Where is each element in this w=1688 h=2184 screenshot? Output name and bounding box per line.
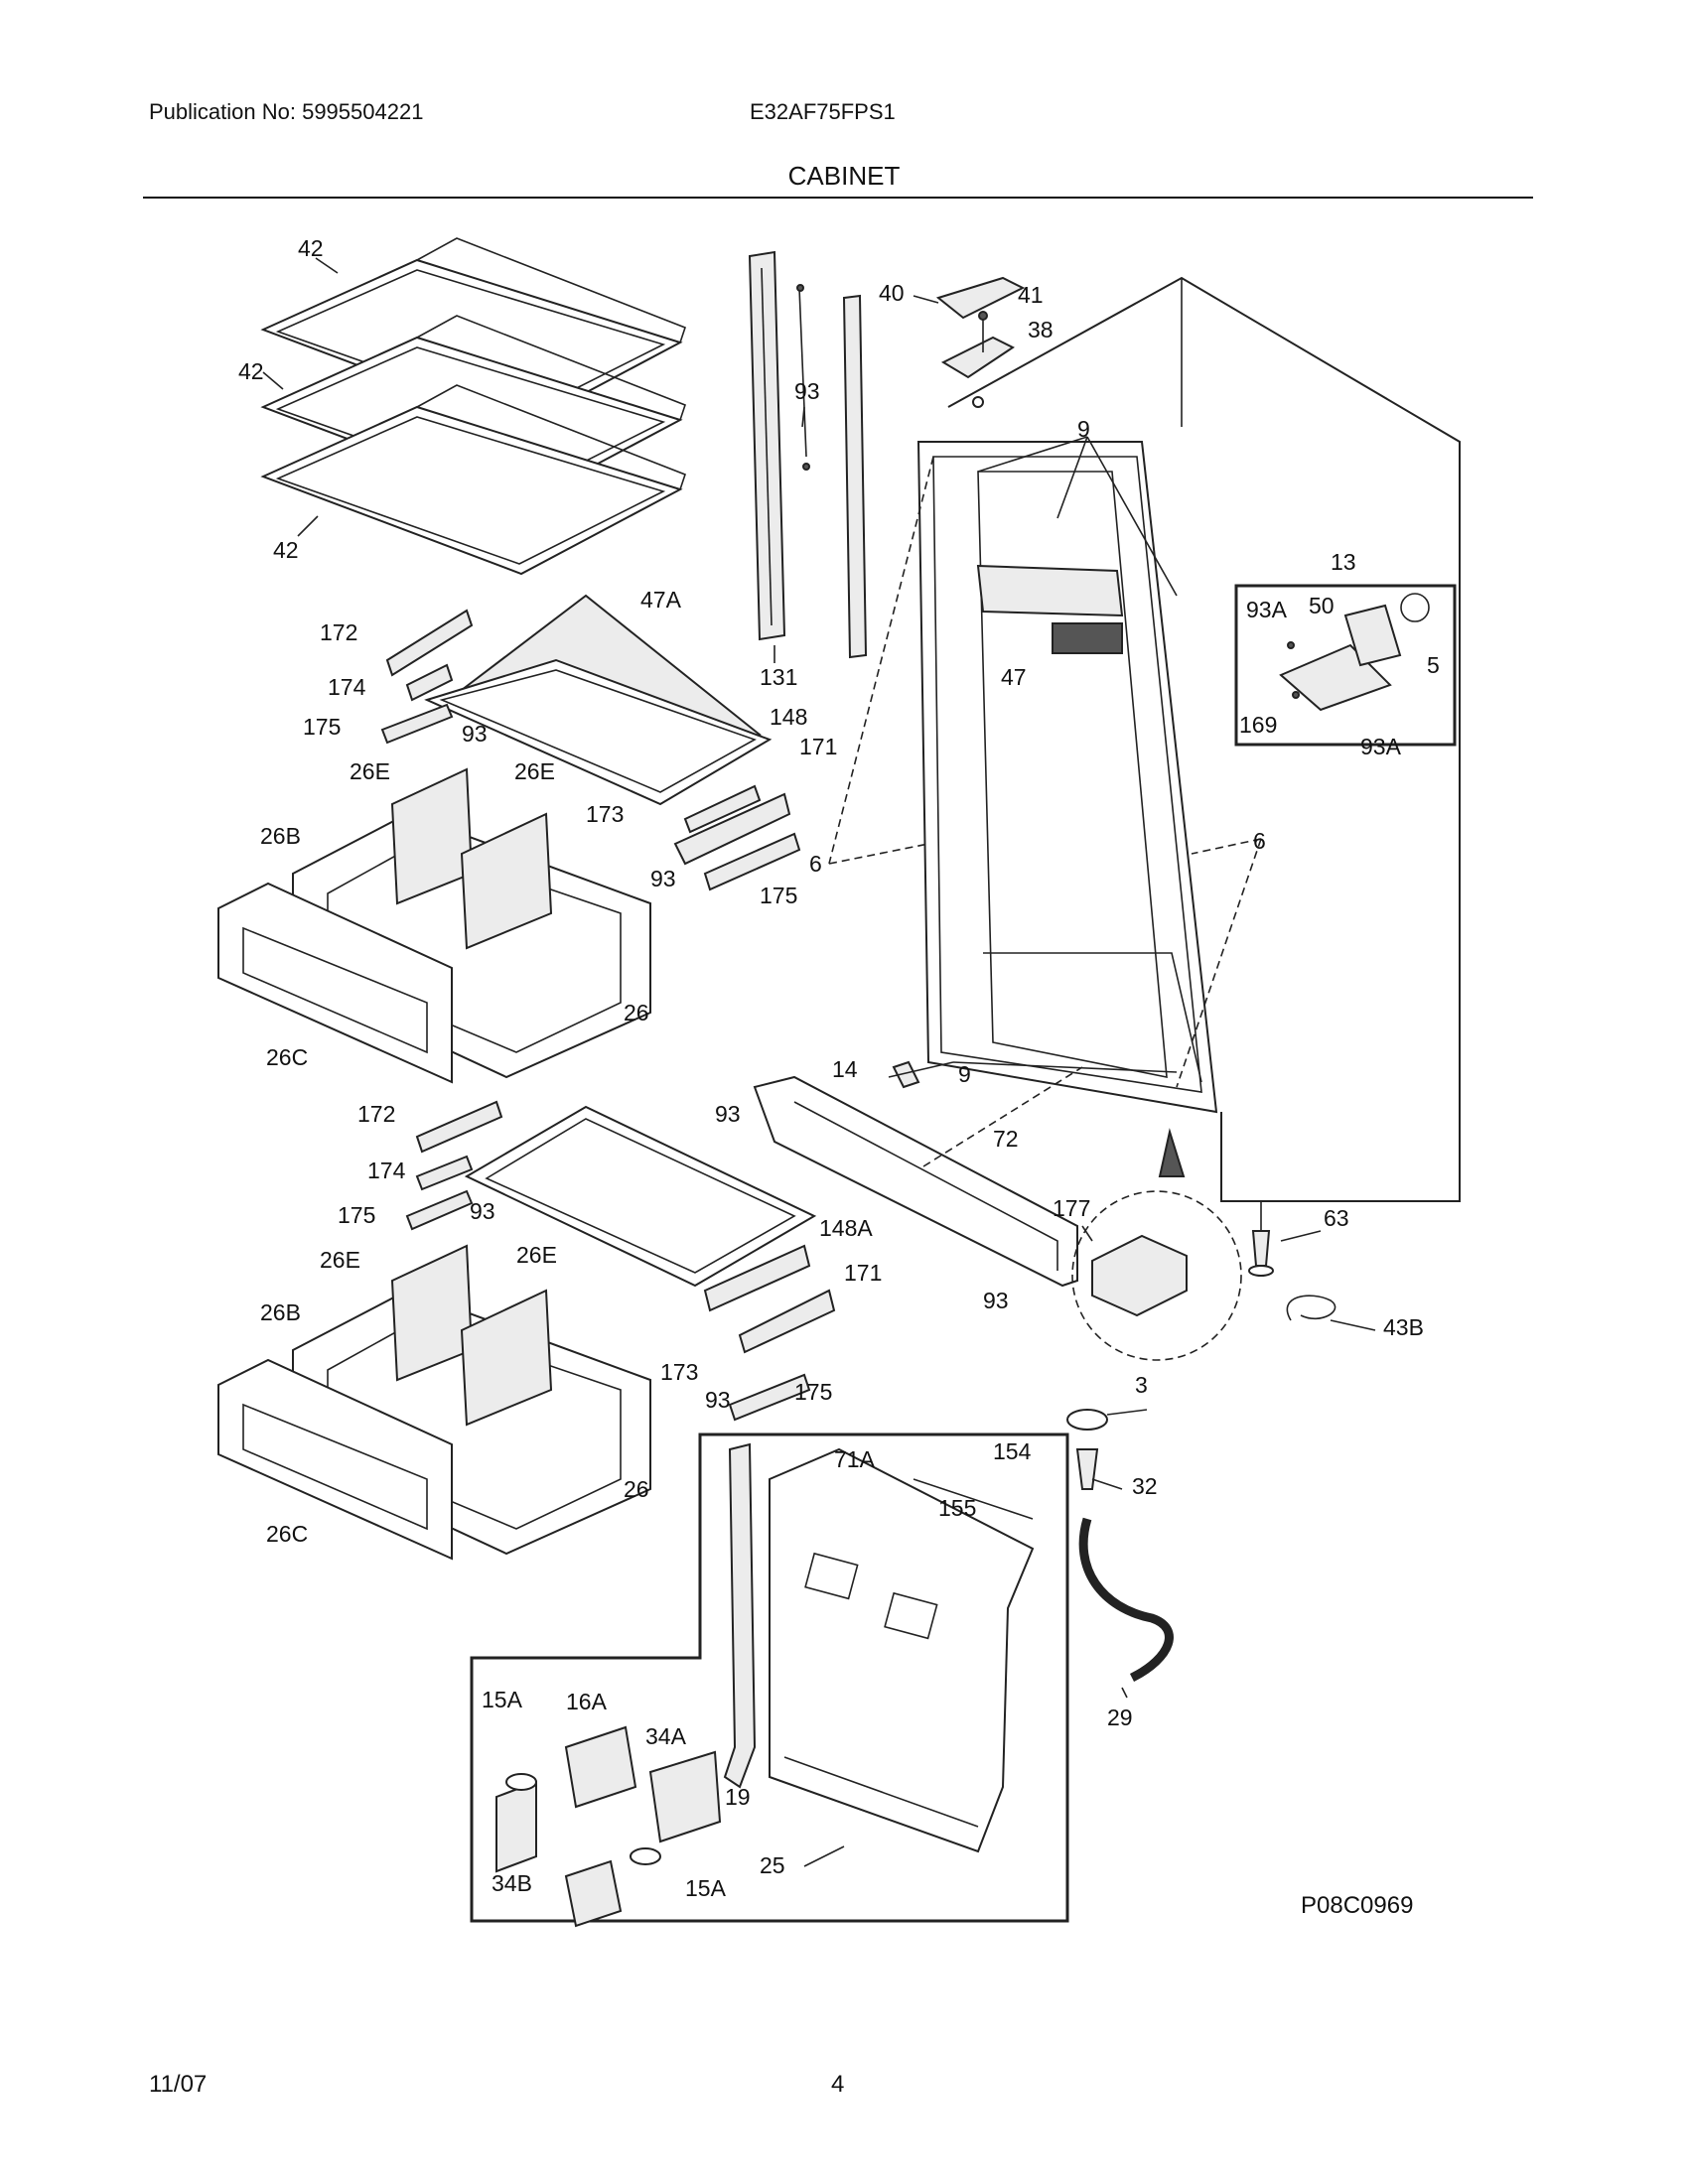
grille-guide-line xyxy=(922,1066,1083,1167)
callout-34b: 34B xyxy=(492,1870,532,1896)
figure-code: P08C0969 xyxy=(1301,1892,1414,1919)
callout-42a: 42 xyxy=(298,235,324,261)
callout-15a-a: 15A xyxy=(482,1687,523,1712)
glass-shelves xyxy=(260,237,686,576)
shelf-rails xyxy=(748,250,868,659)
lights-inset-box xyxy=(470,1433,1069,1923)
callout-63: 63 xyxy=(1324,1205,1349,1231)
callout-169: 169 xyxy=(1239,712,1277,738)
footer-page-number: 4 xyxy=(831,2071,845,2098)
publication-number: Publication No: 5995504221 xyxy=(149,99,424,124)
callout-14: 14 xyxy=(832,1056,858,1082)
callout-155: 155 xyxy=(938,1495,976,1521)
callout-34a: 34A xyxy=(645,1723,687,1749)
callout-93-rail: 93 xyxy=(794,378,820,404)
toe-grille xyxy=(753,1060,1078,1288)
callout-26b-a: 26B xyxy=(260,823,301,849)
light-sockets xyxy=(495,1725,722,1928)
callout-93a-b: 93A xyxy=(1360,734,1402,759)
callout-175a: 175 xyxy=(303,714,341,740)
callout-26e-b: 26E xyxy=(514,758,555,784)
upper-crisper-cover xyxy=(380,594,801,891)
callout-72: 72 xyxy=(993,1126,1019,1152)
leader-lines xyxy=(262,257,1376,1867)
callout-26e-c: 26E xyxy=(320,1247,360,1273)
callout-71a: 71A xyxy=(834,1446,876,1472)
callout-26b-b: 26B xyxy=(260,1299,301,1325)
light-cover-assembly xyxy=(723,1442,1035,1853)
callout-9-bottom: 9 xyxy=(958,1061,971,1087)
callout-26c-b: 26C xyxy=(266,1521,308,1547)
callout-93a: 93 xyxy=(462,721,488,747)
callout-38: 38 xyxy=(1028,317,1054,342)
callout-93a-a: 93A xyxy=(1246,597,1288,622)
model-number: E32AF75FPS1 xyxy=(750,99,896,124)
callout-32: 32 xyxy=(1132,1473,1158,1499)
lower-crisper-cover xyxy=(405,1100,836,1422)
callout-171a: 171 xyxy=(799,734,837,759)
callout-42c: 42 xyxy=(273,537,299,563)
callout-148: 148 xyxy=(770,704,807,730)
callout-6-left: 6 xyxy=(809,851,822,877)
callout-40: 40 xyxy=(879,280,905,306)
callout-6-right: 6 xyxy=(1253,828,1266,854)
callout-93d: 93 xyxy=(983,1288,1009,1313)
callout-9-top: 9 xyxy=(1077,416,1090,442)
callout-173b: 173 xyxy=(660,1359,698,1385)
drain-parts xyxy=(1066,1409,1174,1683)
control-assembly xyxy=(1279,593,1430,712)
callout-154: 154 xyxy=(993,1438,1032,1464)
callout-173a: 173 xyxy=(586,801,624,827)
callout-93c: 93 xyxy=(715,1101,741,1127)
callout-175c: 175 xyxy=(338,1202,375,1228)
callout-47a: 47A xyxy=(640,587,682,613)
callout-16a: 16A xyxy=(566,1689,608,1714)
callout-19: 19 xyxy=(725,1784,751,1810)
lower-crisper-drawer xyxy=(217,1244,651,1561)
callout-labels: 42 42 42 93 131 40 41 38 9 47 13 93A 50 … xyxy=(238,235,1440,1901)
cabinet-body xyxy=(916,276,1461,1202)
control-inset-box xyxy=(1234,584,1457,747)
wire-clip xyxy=(1286,1295,1336,1321)
upper-crisper-drawer xyxy=(217,767,651,1084)
callout-175d: 175 xyxy=(794,1379,832,1405)
callout-26c-a: 26C xyxy=(266,1044,308,1070)
callout-174b: 174 xyxy=(367,1158,406,1183)
header-rule xyxy=(143,197,1533,199)
callout-42b: 42 xyxy=(238,358,264,384)
callout-15a-b: 15A xyxy=(685,1875,727,1901)
callout-26b: 26 xyxy=(624,1476,649,1502)
callout-29: 29 xyxy=(1107,1705,1133,1730)
callout-50: 50 xyxy=(1309,593,1335,618)
callout-171b: 171 xyxy=(844,1260,882,1286)
callout-148a: 148A xyxy=(819,1215,873,1241)
callout-43b: 43B xyxy=(1383,1314,1424,1340)
callout-175b: 175 xyxy=(760,883,797,908)
callout-131: 131 xyxy=(760,664,797,690)
callout-13: 13 xyxy=(1331,549,1356,575)
callout-177: 177 xyxy=(1053,1195,1090,1221)
callout-41: 41 xyxy=(1018,282,1044,308)
callout-172b: 172 xyxy=(357,1101,395,1127)
footer-date: 11/07 xyxy=(149,2071,208,2098)
callout-26e-d: 26E xyxy=(516,1242,557,1268)
callout-93e: 93 xyxy=(470,1198,495,1224)
callout-172a: 172 xyxy=(320,619,357,645)
callout-25: 25 xyxy=(760,1852,785,1878)
callout-5: 5 xyxy=(1427,652,1440,678)
callout-47: 47 xyxy=(1001,664,1027,690)
callout-93b: 93 xyxy=(650,866,676,891)
callout-174a: 174 xyxy=(328,674,366,700)
leveling-foot xyxy=(1248,1201,1274,1277)
detail-magnifier xyxy=(1071,1128,1242,1361)
callout-93f: 93 xyxy=(705,1387,731,1413)
callout-26e-a: 26E xyxy=(350,758,390,784)
section-title: CABINET xyxy=(787,161,901,191)
callout-3: 3 xyxy=(1135,1372,1148,1398)
callout-26a: 26 xyxy=(624,1000,649,1025)
top-hinge xyxy=(935,276,1026,408)
